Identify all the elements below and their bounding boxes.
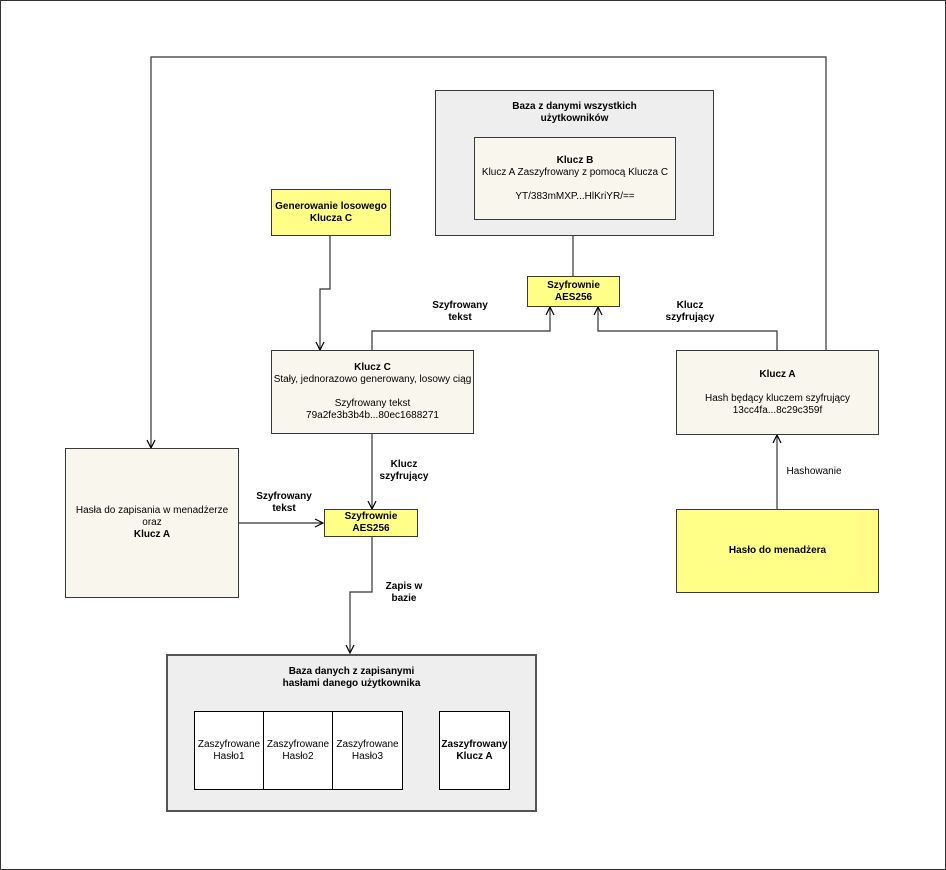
edge-label-encryption-key-top: Klucz szyfrujący (650, 300, 730, 324)
klucz-b-desc: Klucz A Zaszyfrowany z pomocą Klucza C (481, 166, 669, 178)
encrypted-password-cell-2: Zaszyfrowane Hasło2 (263, 711, 333, 790)
klucz-c-node: Klucz C Stały, jednorazowo generowany, l… (271, 350, 474, 434)
edge-label-encryption-key-top-line2: szyfrujący (665, 312, 715, 323)
users-database-title: Baza z danymi wszystkich (512, 101, 637, 112)
aes-encrypt-top-node: Szyfrownie AES256 (527, 276, 620, 307)
encrypted-key-a-line2: Klucz A (456, 750, 493, 762)
manager-password-node: Hasło do menadżera (676, 509, 879, 593)
klucz-c-value: 79a2fe3b3b4b...80ec1688271 (306, 410, 439, 421)
edge-label-encrypted-text-top-line2: tekst (448, 312, 472, 323)
klucz-a-desc: Hash będący kluczem szyfrujący (704, 392, 851, 404)
cell-3-line1: Zaszyfrowane (336, 738, 399, 750)
passwords-input-line2: Klucz A (133, 529, 171, 540)
aes-encrypt-top-label: Szyfrownie AES256 (547, 279, 600, 303)
klucz-b-value: YT/383mMXP...HlKriYR/== (515, 190, 635, 202)
edge-label-encrypted-text-left-line2: tekst (272, 503, 296, 514)
user-passwords-database-title: Baza danych z zapisanymi (288, 666, 415, 677)
passwords-input-line1: Hasła do zapisania w menadżerze oraz (75, 505, 229, 528)
edge-label-save-to-db-line1: Zapis w (385, 581, 423, 592)
generate-key-c-line2: Klucza C (309, 212, 353, 224)
edge-klucz-a-to-hasla (151, 56, 827, 448)
cell-1-line1: Zaszyfrowane (197, 738, 261, 750)
cell-2-line1: Zaszyfrowane (266, 738, 330, 750)
klucz-c-sub: Szyfrowany tekst (334, 398, 411, 409)
klucz-a-value: 13cc4fa...8c29c359f (732, 404, 823, 416)
edge-label-save-to-db-line2: bazie (391, 593, 417, 604)
generate-key-c-node: Generowanie losowego Klucza C (271, 189, 391, 236)
cell-3-line2: Hasło3 (351, 750, 384, 762)
encrypted-password-cell-3: Zaszyfrowane Hasło3 (332, 711, 403, 790)
manager-password-label: Hasło do menadżera (728, 545, 827, 556)
edge-klucz-a-to-szyfrownie-top (598, 307, 778, 350)
aes-encrypt-mid-label: Szyfrownie AES256 (344, 511, 398, 534)
user-passwords-database-title-line2: hasłami danego użytkownika (282, 678, 421, 689)
edge-label-encryption-key-mid-line1: Klucz (390, 459, 418, 470)
users-database-title-line2: użytkowników (540, 113, 609, 124)
edge-label-encryption-key-mid-line2: szyfrujący (379, 471, 429, 482)
edge-label-save-to-db: Zapis w bazie (364, 581, 444, 605)
edge-label-encrypted-text-left-line1: Szyfrowany (256, 491, 312, 502)
klucz-b-title: Klucz B (556, 154, 594, 166)
encrypted-key-a-cell: Zaszyfrowany Klucz A (439, 711, 510, 790)
edge-label-hashing-text: Hashowanie (786, 466, 842, 477)
edge-label-encrypted-text-top: Szyfrowany tekst (420, 300, 500, 324)
edge-generowanie-to-klucz-c (320, 236, 331, 350)
edge-label-encrypted-text-left: Szyfrowany tekst (244, 491, 324, 515)
edge-szyfrownie-mid-to-baza-hasel (350, 537, 373, 653)
klucz-c-title: Klucz C (354, 362, 391, 373)
edge-label-hashing: Hashowanie (774, 466, 854, 478)
generate-key-c-line1: Generowanie losowego (275, 200, 387, 212)
edge-label-encryption-key-mid: Klucz szyfrujący (364, 459, 444, 483)
klucz-c-desc: Stały, jednorazowo generowany, losowy ci… (273, 374, 472, 385)
cell-2-line2: Hasło2 (282, 750, 314, 762)
klucz-a-node: Klucz A Hash będący kluczem szyfrujący 1… (676, 350, 879, 435)
edge-klucz-c-to-szyfrownie-top (371, 307, 550, 350)
edge-label-encryption-key-top-line1: Klucz (676, 300, 704, 311)
passwords-input-node: Hasła do zapisania w menadżerze oraz Klu… (65, 448, 239, 598)
aes-encrypt-mid-node: Szyfrownie AES256 (324, 509, 418, 537)
edge-label-encrypted-text-top-line1: Szyfrowany (432, 300, 488, 311)
klucz-a-title: Klucz A (759, 368, 796, 380)
encrypted-password-cell-1: Zaszyfrowane Hasło1 (194, 711, 264, 790)
cell-1-line2: Hasło1 (213, 750, 245, 762)
klucz-b-node: Klucz B Klucz A Zaszyfrowany z pomocą Kl… (474, 137, 676, 220)
encrypted-key-a-line1: Zaszyfrowany (441, 738, 508, 750)
